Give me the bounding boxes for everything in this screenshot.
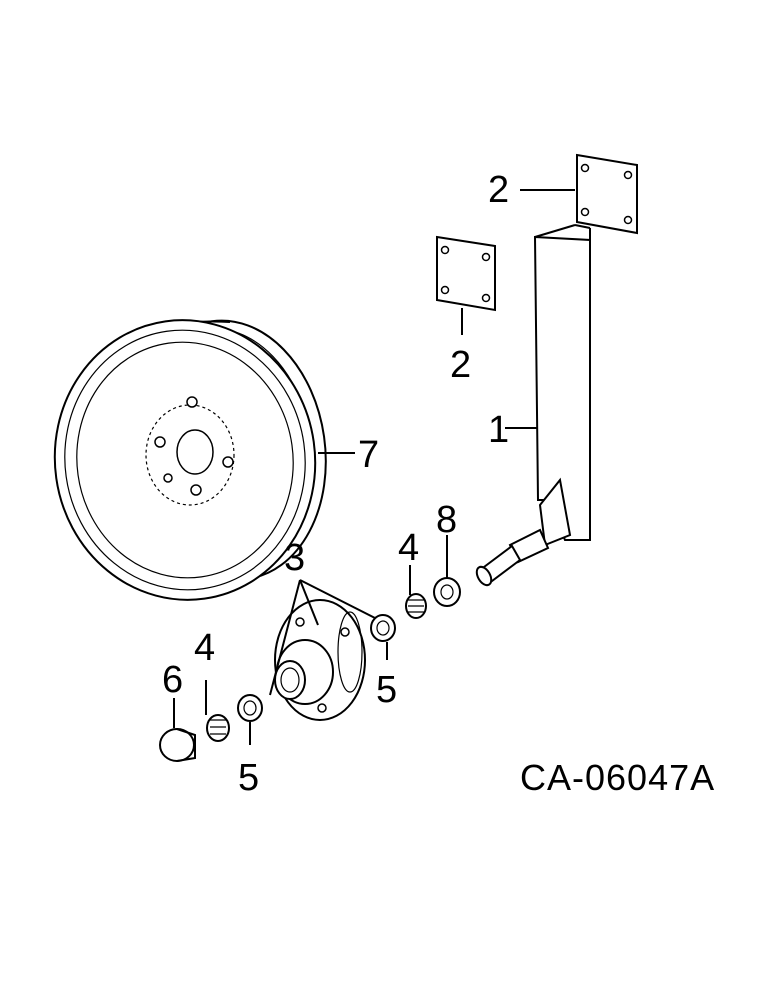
mounting-plate-lower <box>436 235 496 312</box>
mounting-plate-upper <box>576 153 638 235</box>
wheel-hub <box>274 599 366 721</box>
bearing-cone-right <box>405 593 427 619</box>
bearing-cup-left <box>237 694 263 722</box>
callout-part-4-left: 4 <box>194 627 215 669</box>
callout-part-5-left: 5 <box>238 757 259 799</box>
dust-cap <box>159 728 196 762</box>
grease-seal <box>433 577 461 607</box>
bearing-cone-left <box>206 714 230 742</box>
leader-lines <box>173 189 575 745</box>
bearing-cup-right <box>370 614 396 642</box>
callout-part-6: 6 <box>162 659 183 701</box>
callout-part-3: 3 <box>284 537 305 579</box>
axle-arm <box>475 224 591 587</box>
callout-part-5-right: 5 <box>376 669 397 711</box>
callout-part-8: 8 <box>436 499 457 541</box>
callout-part-1: 1 <box>488 409 509 451</box>
callout-part-7: 7 <box>358 434 379 476</box>
callout-part-2-lower: 2 <box>450 344 471 386</box>
wheel-rim <box>53 319 327 601</box>
callout-part-2-upper: 2 <box>488 169 509 211</box>
callout-part-4-right: 4 <box>398 527 419 569</box>
figure-id: CA-06047A <box>520 757 715 798</box>
